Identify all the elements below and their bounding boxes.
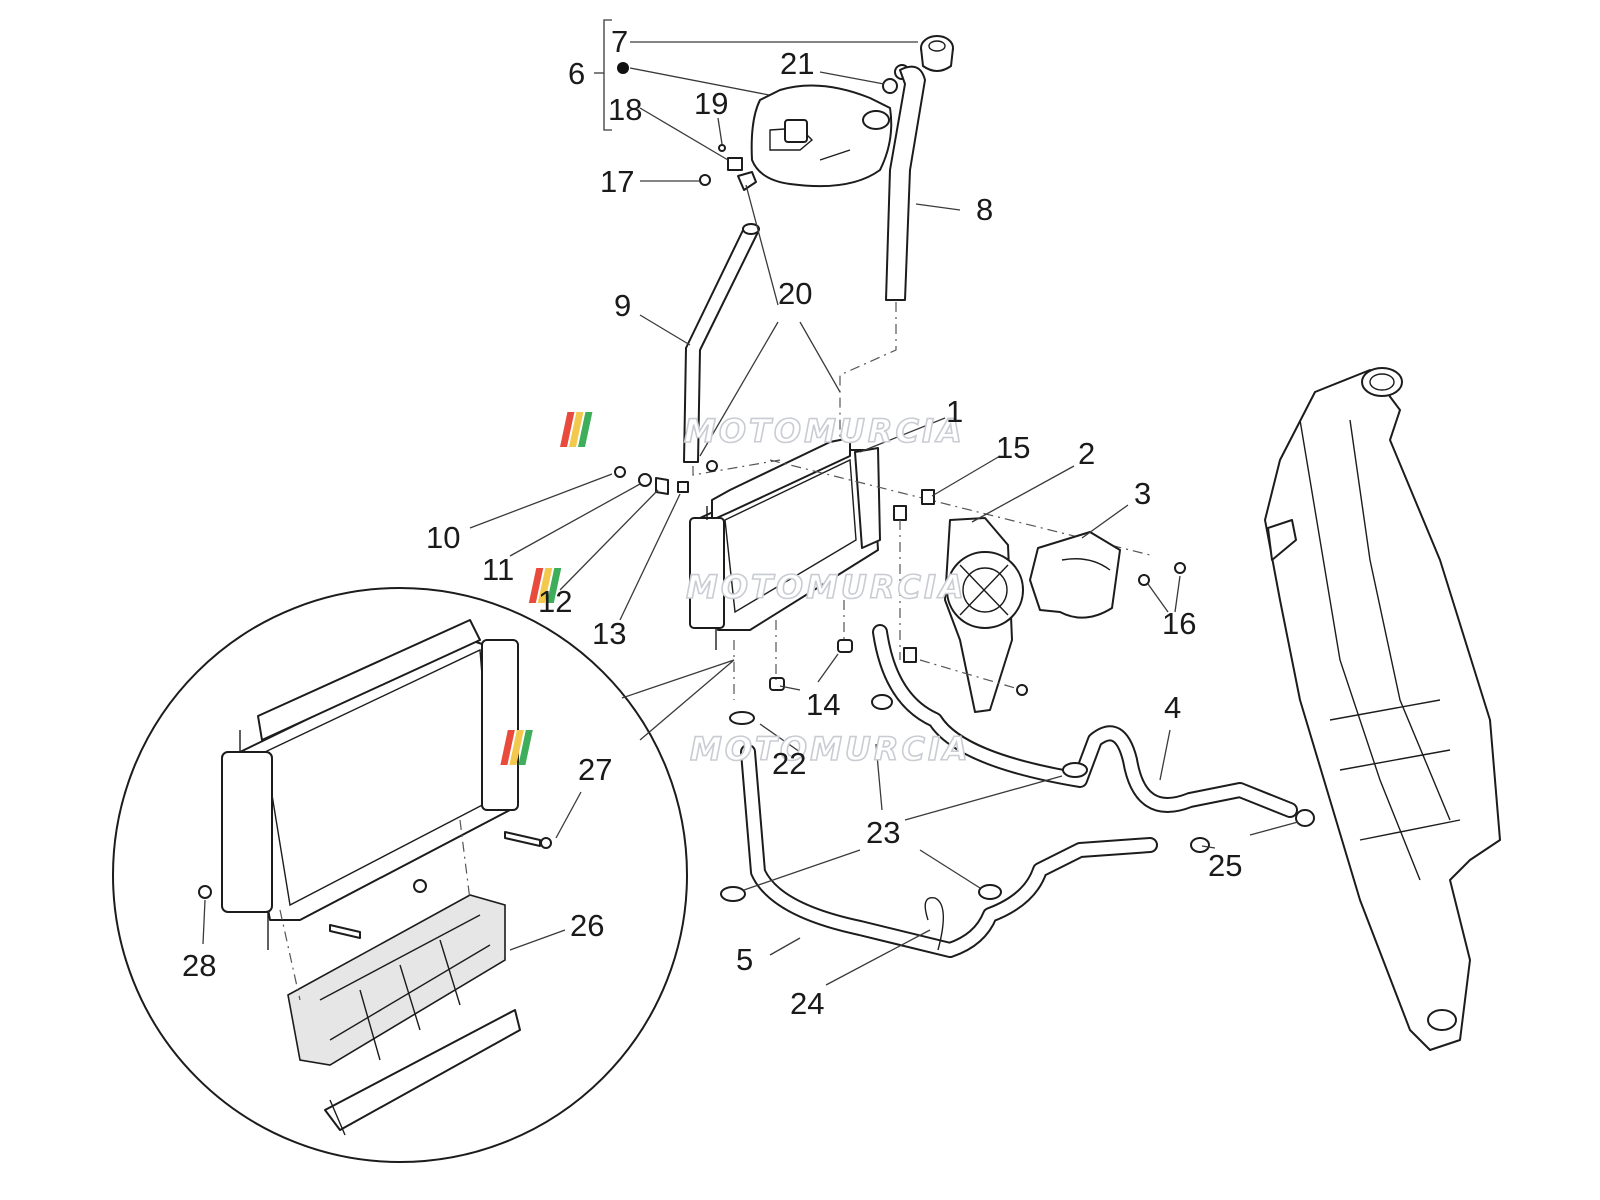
callout-13: 13 [592, 616, 626, 651]
clips-and-screws [893, 489, 1186, 696]
callout-3: 3 [1134, 476, 1151, 511]
fan-shroud [944, 517, 1024, 713]
callout-9: 9 [614, 288, 631, 323]
watermark-text: MOTOMURCIA [690, 730, 971, 768]
callout-20: 20 [778, 276, 812, 311]
radiator-mounting-hardware [614, 459, 1151, 556]
overflow-hose [885, 65, 926, 301]
watermark-text: MOTOMURCIA [686, 568, 967, 606]
callout-10: 10 [426, 520, 460, 555]
watermark-middle: MOTOMURCIA [528, 567, 967, 607]
callout-27: 27 [578, 752, 612, 787]
coolant-hoses [740, 624, 1298, 958]
callout-25: 25 [1208, 848, 1242, 883]
expansion-tank [750, 84, 893, 188]
radiator-detail-inset [112, 587, 735, 1163]
callout-14: 14 [806, 687, 840, 722]
callout-24: 24 [790, 986, 824, 1021]
callout-2: 2 [1078, 436, 1095, 471]
hose-clamps [720, 694, 1315, 951]
callout-12: 12 [538, 584, 572, 619]
callout-28: 28 [182, 948, 216, 983]
watermark-bottom: MOTOMURCIA [500, 729, 971, 769]
filler-cap [920, 35, 954, 72]
fan-cover [1029, 531, 1121, 619]
radiator [689, 437, 881, 650]
callout-21: 21 [780, 46, 814, 81]
chassis-frame [1264, 367, 1501, 1051]
watermark-text: MOTOMURCIA [684, 412, 965, 450]
callout-26: 26 [570, 908, 604, 943]
callout-23: 23 [866, 815, 900, 850]
callout-labels: 7 6 18 17 19 21 8 9 20 1 15 2 3 10 11 12… [182, 24, 1242, 1021]
callout-11: 11 [482, 552, 514, 587]
watermark-top: MOTOMURCIA [559, 411, 965, 451]
callout-15: 15 [996, 430, 1030, 465]
expansion-tank-assembly [594, 19, 954, 476]
callout-16: 16 [1162, 606, 1196, 641]
callout-17: 17 [600, 164, 634, 199]
callout-4: 4 [1164, 690, 1181, 725]
group-bracket [603, 19, 612, 131]
callout-7: 7 [611, 24, 628, 59]
callout-22: 22 [772, 746, 806, 781]
callout-5: 5 [736, 942, 753, 977]
group-dot-marker [617, 62, 629, 74]
callout-6: 6 [568, 56, 585, 91]
callout-18: 18 [608, 92, 642, 127]
callout-19: 19 [694, 86, 728, 121]
leader-lines [202, 71, 1299, 986]
callout-8: 8 [976, 192, 993, 227]
callout-1: 1 [946, 394, 963, 429]
rubber-bushings [733, 600, 853, 700]
